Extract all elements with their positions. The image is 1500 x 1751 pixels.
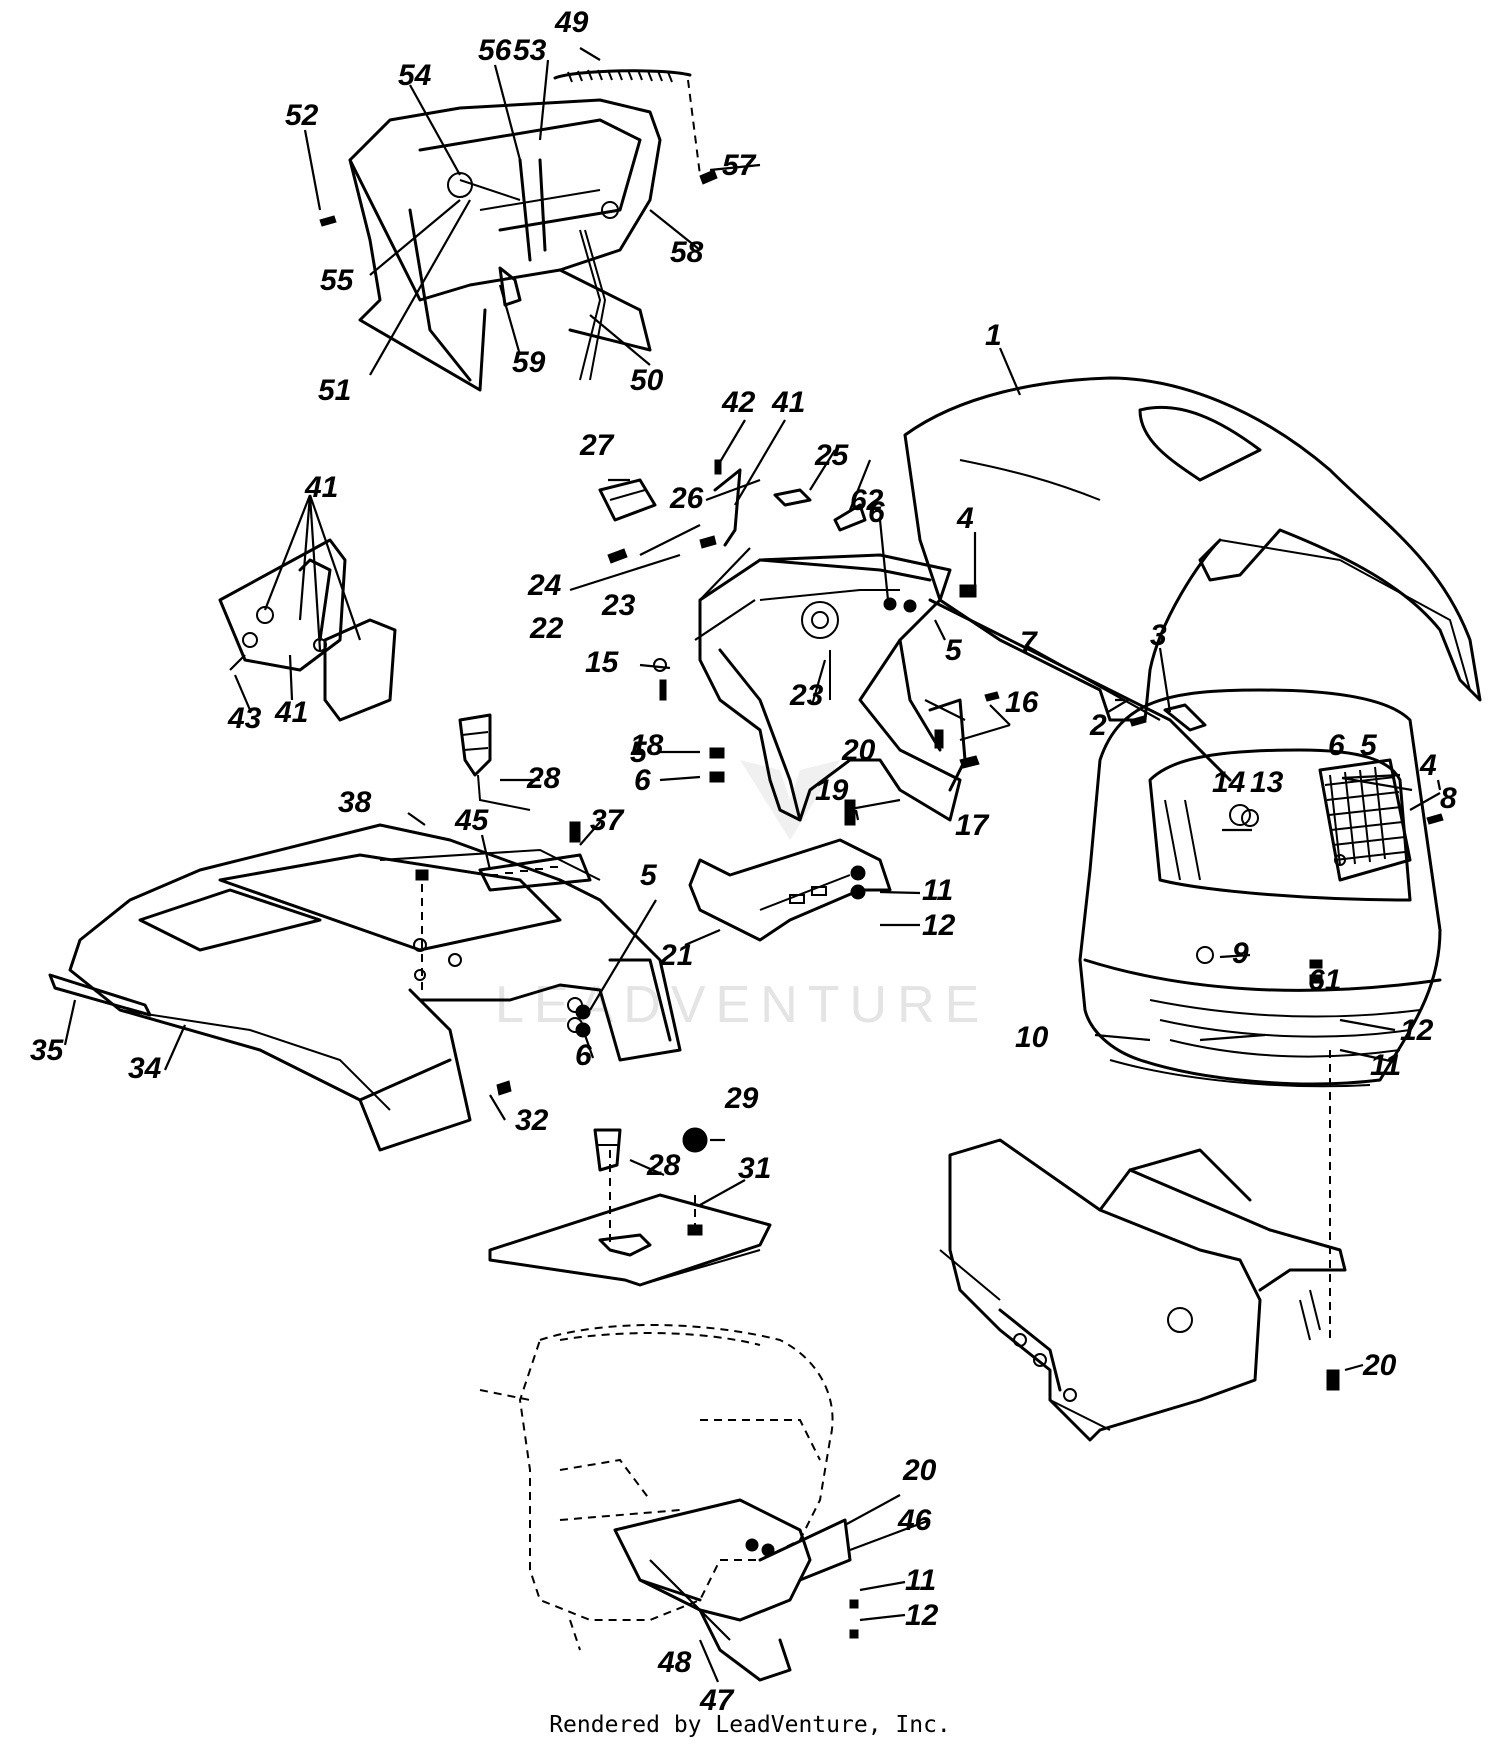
callout-labels: 1 2 3 4 4 5 5 5 5 6 6 6 6 7 8 9 10 11 11…: [30, 6, 1457, 1717]
callout-label: 24: [527, 569, 562, 602]
callout-label: 58: [670, 236, 704, 269]
callout-label: 38: [338, 786, 372, 819]
callout-label: 45: [454, 804, 490, 837]
fender: [48, 823, 682, 1152]
callout-label: 48: [657, 1646, 692, 1679]
render-credit: Rendered by LeadVenture, Inc.: [549, 1712, 951, 1738]
callout-label: 52: [285, 99, 319, 132]
callout-label: 18: [630, 729, 664, 762]
grille-housing: [1078, 688, 1444, 1340]
callout-label: 10: [1015, 1021, 1049, 1054]
callout-label: 12: [922, 909, 956, 942]
callout-label: 61: [1308, 964, 1341, 997]
callout-label: 28: [646, 1149, 681, 1182]
callout-label: 27: [579, 429, 615, 462]
callout-label: 17: [955, 809, 990, 842]
front-frame: [939, 1138, 1347, 1442]
callout-label: 15: [585, 646, 620, 679]
callout-label: 1: [985, 319, 1002, 352]
callout-label: 43: [227, 702, 262, 735]
callout-label: 11: [922, 874, 953, 907]
callout-label: 41: [274, 696, 308, 729]
callout-label: 8: [1440, 782, 1457, 815]
callout-label: 57: [722, 149, 757, 182]
callout-label: 47: [699, 1684, 735, 1717]
callout-label: 62: [850, 484, 884, 517]
callout-label: 20: [902, 1454, 937, 1487]
callout-label: 6: [1328, 729, 1345, 762]
callout-label: 6: [868, 496, 885, 529]
engine-outline: [479, 1324, 834, 1651]
knob-28-lower: [593, 1128, 622, 1172]
callout-label: 5: [630, 736, 648, 769]
callout-label: 34: [128, 1052, 162, 1085]
bracket-41-assembly: [218, 494, 397, 722]
callout-label: 35: [30, 1034, 65, 1067]
callout-label: 51: [318, 374, 351, 407]
callout-label: 20: [841, 734, 876, 767]
leader-lines: [63, 47, 1442, 1683]
callout-label: 14: [1212, 766, 1246, 799]
hardware: [496, 459, 1323, 1096]
callout-label: 23: [789, 679, 824, 712]
callout-label: 37: [590, 804, 625, 837]
callout-label: 5: [640, 859, 658, 892]
callout-label: 31: [738, 1152, 771, 1185]
callout-label: 23: [601, 589, 636, 622]
callout-label: 55: [320, 264, 355, 297]
engine-cover: [613, 1498, 859, 1682]
callout-label: 2: [1089, 709, 1107, 742]
knob-28-upper: [458, 713, 531, 811]
callout-label: 42: [721, 386, 756, 419]
callout-label: 16: [1005, 686, 1039, 719]
callout-label: 12: [905, 1599, 939, 1632]
callout-label: 11: [1370, 1049, 1401, 1082]
callout-label: 56: [478, 34, 512, 67]
hood: [903, 376, 1482, 722]
callout-label: 22: [529, 612, 564, 645]
bracket-21: [688, 838, 892, 942]
callout-label: 26: [669, 482, 704, 515]
callout-label: 12: [1400, 1014, 1434, 1047]
callout-label: 59: [512, 346, 546, 379]
callout-label: 5: [1360, 729, 1378, 762]
callout-label: 6: [634, 764, 651, 797]
callout-label: 11: [905, 1564, 936, 1597]
watermark: LEADVENTURE: [495, 760, 979, 1034]
callout-label: 3: [1150, 619, 1167, 652]
callout-label: 50: [630, 364, 664, 397]
dash-panel-upper: [319, 69, 718, 392]
callout-label: 13: [1250, 766, 1284, 799]
callout-label: 19: [815, 774, 849, 807]
callout-label: 6: [575, 1039, 592, 1072]
callout-label: 20: [1362, 1349, 1397, 1382]
callout-label: 4: [1419, 749, 1437, 782]
callout-label: 5: [945, 634, 963, 667]
callout-label: 32: [515, 1104, 549, 1137]
callout-label: 9: [1232, 937, 1249, 970]
callout-label: 49: [554, 6, 589, 39]
callout-label: 54: [398, 59, 432, 92]
callout-label: 53: [513, 34, 547, 67]
callout-label: 21: [659, 939, 693, 972]
cap-29: [682, 1127, 708, 1153]
callout-label: 7: [1020, 626, 1038, 659]
callout-label: 41: [771, 386, 805, 419]
hood-rod: [928, 598, 1232, 782]
callout-label: 46: [897, 1504, 932, 1537]
callout-label: 29: [724, 1082, 759, 1115]
callout-label: 41: [304, 471, 338, 504]
callout-label: 25: [814, 439, 850, 472]
plate-31: [488, 1150, 772, 1287]
callout-label: 28: [526, 762, 561, 795]
callout-label: 4: [956, 502, 974, 535]
